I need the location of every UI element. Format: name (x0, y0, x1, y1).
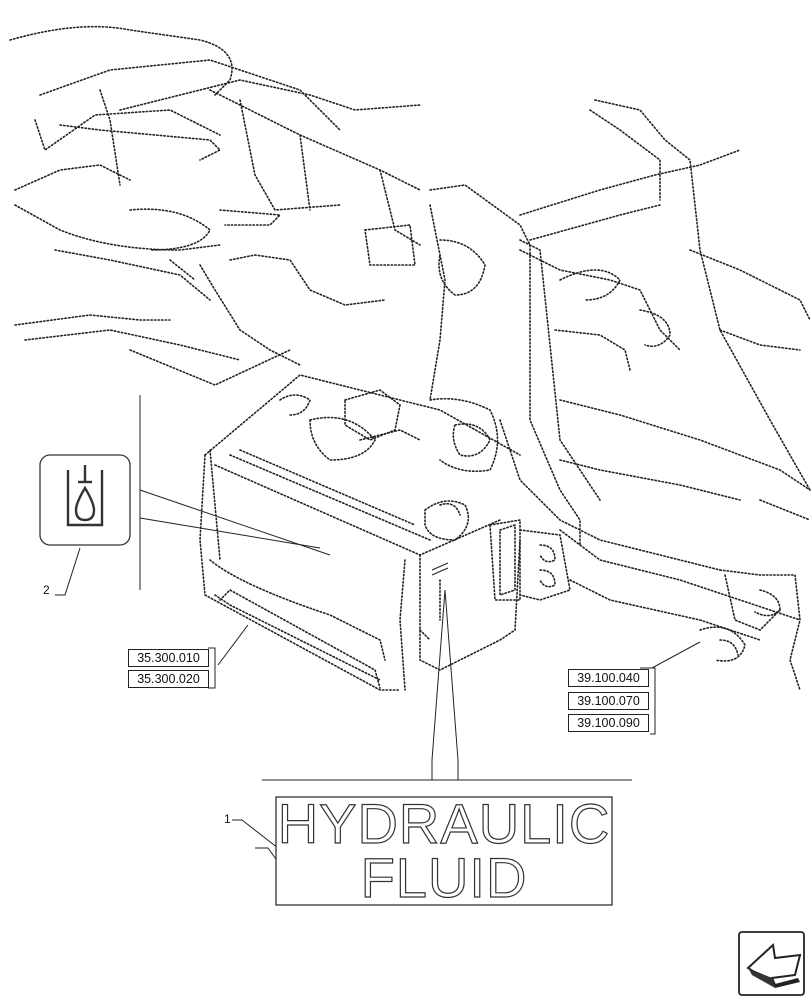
ref-35-300-010[interactable]: 35.300.010 (128, 649, 209, 667)
ref-39-100-070[interactable]: 39.100.070 (568, 692, 649, 710)
callout-1: 1 (224, 812, 231, 826)
tank-label-mark (431, 562, 449, 576)
decal-line-fluid: FLUID (360, 846, 528, 909)
leader-lines (55, 395, 701, 863)
previous-page-arrow-icon[interactable] (738, 931, 805, 996)
decal-frame (275, 796, 613, 906)
ref-39-100-090[interactable]: 39.100.090 (568, 714, 649, 732)
hydraulic-oil-level-icon (39, 454, 131, 546)
ref-35-300-020[interactable]: 35.300.020 (128, 670, 209, 688)
decal-line-hydraulic: HYDRAULIC (277, 792, 611, 855)
frame-refs-bracket (650, 667, 656, 735)
hydraulic-tank-drawing (199, 374, 571, 691)
tank-refs-bracket (208, 647, 216, 689)
frame-drawing (9, 25, 811, 691)
callout-2: 2 (43, 583, 50, 597)
ref-39-100-040[interactable]: 39.100.040 (568, 669, 649, 687)
